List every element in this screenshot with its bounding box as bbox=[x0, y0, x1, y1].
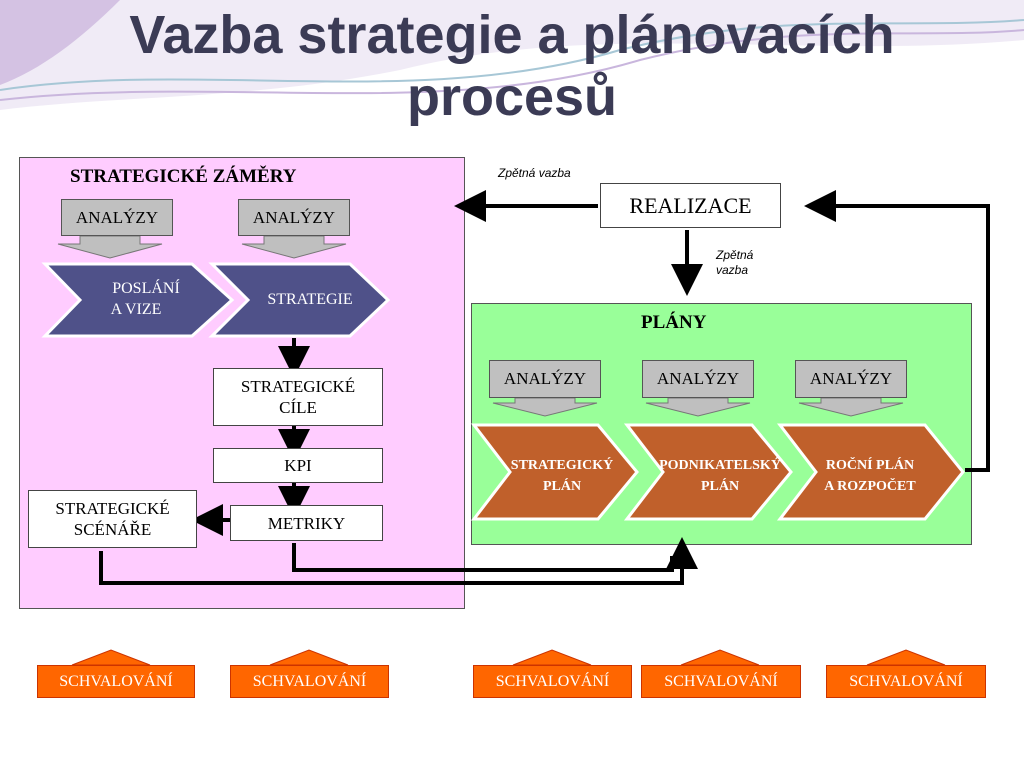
metrics-box: METRIKY bbox=[230, 505, 383, 541]
analysis-down-arrow-2 bbox=[241, 235, 347, 259]
strategic-plan-line2: PLÁN bbox=[542, 479, 582, 494]
analysis-down-arrow-3 bbox=[492, 397, 598, 417]
header-swoosh-decoration bbox=[0, 0, 1024, 110]
analysis-box-2: ANALÝZY bbox=[238, 199, 350, 236]
annual-plan-line1: ROČNÍ PLÁN bbox=[825, 458, 915, 473]
business-plan-chevron bbox=[623, 423, 793, 521]
kpi-box: KPI bbox=[213, 448, 383, 483]
page-title: Vazba strategie a plánovacích procesů bbox=[0, 4, 1024, 128]
business-plan-line1: PODNIKATELSKÝ bbox=[659, 458, 781, 473]
feedback-label-top: Zpětná vazba bbox=[498, 166, 571, 180]
strategic-scenarios-box: STRATEGICKÉ SCÉNÁŘE bbox=[28, 490, 197, 548]
mission-vision-label: POSLÁNÍ A VIZE bbox=[96, 278, 196, 320]
strategic-plan-line1: STRATEGICKÝ bbox=[510, 458, 614, 473]
plans-header: PLÁNY bbox=[641, 312, 707, 333]
business-plan-line2: PLÁN bbox=[700, 479, 740, 494]
scenarios-line2: SCÉNÁŘE bbox=[73, 520, 152, 539]
approval-box-1: SCHVALOVÁNÍ bbox=[37, 665, 195, 698]
link-scenarios-plans bbox=[99, 537, 698, 585]
analysis-box-1: ANALÝZY bbox=[61, 199, 173, 236]
strategic-goals-box: STRATEGICKÉ CÍLE bbox=[213, 368, 383, 426]
page-title-line2: procesů bbox=[406, 67, 618, 127]
goals-line1: STRATEGICKÉ bbox=[240, 377, 356, 396]
scenarios-line1: STRATEGICKÉ bbox=[55, 499, 170, 518]
annual-plan-line2: A ROZPOČET bbox=[824, 479, 916, 494]
realization-box: REALIZACE bbox=[600, 183, 781, 228]
plans-analysis-box-2: ANALÝZY bbox=[642, 360, 754, 398]
plans-analysis-box-1: ANALÝZY bbox=[489, 360, 601, 398]
business-plan-label: PODNIKATELSKÝ PLÁN bbox=[640, 455, 800, 497]
approval-arrowhead-1 bbox=[71, 649, 151, 666]
mission-line1: POSLÁNÍ bbox=[112, 280, 180, 297]
strategy-label: STRATEGIE bbox=[267, 291, 353, 308]
link-metrics-plans bbox=[292, 543, 674, 572]
annual-plan-label: ROČNÍ PLÁN A ROZPOČET bbox=[800, 455, 940, 497]
mission-line2: A VIZE bbox=[110, 301, 162, 318]
approval-box-2: SCHVALOVÁNÍ bbox=[230, 665, 389, 698]
analysis-down-arrow-4 bbox=[645, 397, 751, 417]
goals-line2: CÍLE bbox=[279, 398, 317, 417]
annual-plan-chevron bbox=[776, 423, 965, 521]
approval-arrowhead-4 bbox=[680, 649, 760, 666]
feedback-side-line1: Zpětná bbox=[716, 248, 754, 262]
approval-arrowhead-3 bbox=[512, 649, 592, 666]
feedback-label-side: Zpětná vazba bbox=[716, 248, 753, 278]
plans-analysis-box-3: ANALÝZY bbox=[795, 360, 907, 398]
strategy-chevron bbox=[208, 262, 391, 338]
approval-box-5: SCHVALOVÁNÍ bbox=[826, 665, 986, 698]
page-title-line1: Vazba strategie a plánovacích bbox=[129, 5, 895, 65]
strategic-plan-label: STRATEGICKÝ PLÁN bbox=[492, 455, 632, 497]
mission-chevron bbox=[41, 262, 235, 338]
approval-box-4: SCHVALOVÁNÍ bbox=[641, 665, 801, 698]
loop-arrow-right bbox=[804, 190, 990, 472]
strategic-plan-chevron bbox=[470, 423, 639, 521]
feedback-side-line2: vazba bbox=[716, 263, 749, 277]
approval-arrowhead-2 bbox=[269, 649, 349, 666]
analysis-down-arrow-5 bbox=[798, 397, 904, 417]
approval-arrowhead-5 bbox=[866, 649, 946, 666]
strategic-intents-header: STRATEGICKÉ ZÁMĚRY bbox=[70, 166, 297, 187]
analysis-down-arrow-1 bbox=[57, 235, 163, 259]
approval-box-3: SCHVALOVÁNÍ bbox=[473, 665, 632, 698]
